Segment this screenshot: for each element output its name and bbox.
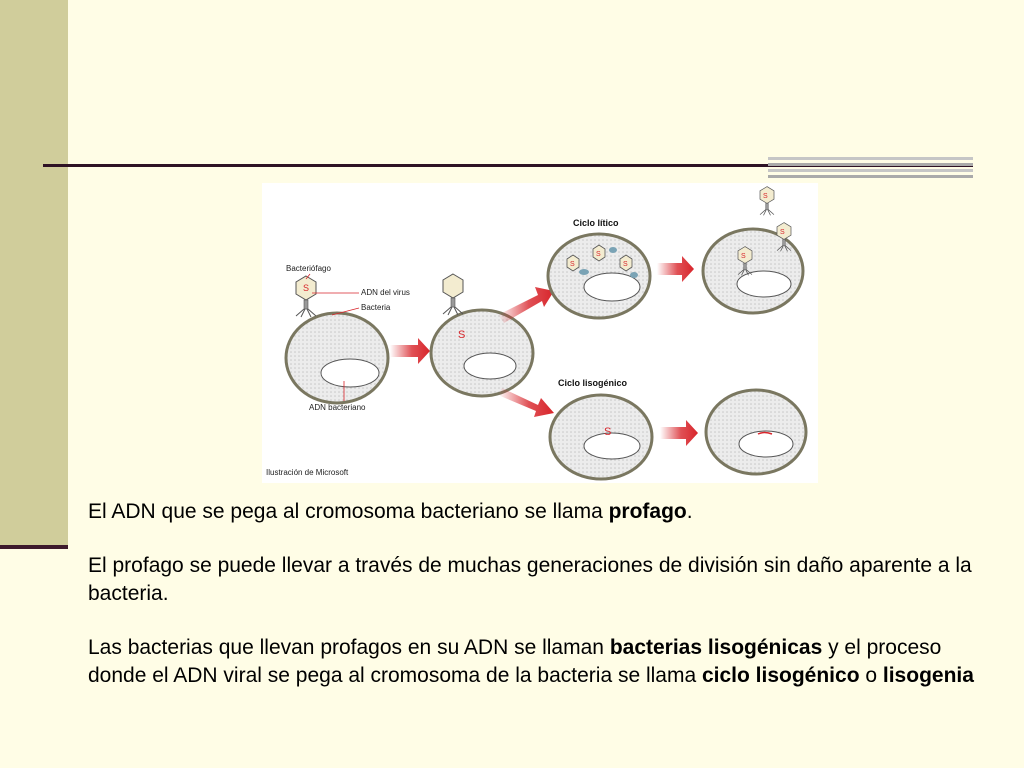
term-lysogeny: lisogenia bbox=[882, 664, 974, 687]
label-viral-dna: ADN del virus bbox=[361, 288, 410, 297]
arrow-to-lysogenic bbox=[498, 388, 554, 417]
svg-text:S: S bbox=[596, 251, 601, 258]
sidebar-accent-line bbox=[0, 545, 68, 549]
title-rule bbox=[43, 164, 973, 167]
arrow-to-lytic bbox=[498, 287, 554, 323]
paragraph-prophage: El ADN que se pega al cromosoma bacteria… bbox=[88, 500, 693, 523]
svg-text:S: S bbox=[623, 261, 628, 268]
label-bacterium: Bacteria bbox=[361, 303, 391, 312]
bacteriophage-cycle-illustration: S Bacteriófago ADN del virus Bacteria AD… bbox=[262, 183, 818, 483]
svg-text:S: S bbox=[780, 229, 785, 236]
cell-lysogenic-integration: S bbox=[548, 393, 654, 481]
svg-text:S: S bbox=[763, 193, 768, 200]
cell-infected: S bbox=[429, 273, 535, 398]
term-prophage: profago bbox=[608, 500, 687, 523]
arrow-integration bbox=[660, 420, 698, 446]
rule-accent-stripes bbox=[768, 157, 973, 179]
svg-text:S: S bbox=[303, 283, 309, 293]
label-bacteriophage: Bacteriófago bbox=[286, 264, 331, 273]
svg-text:S: S bbox=[604, 426, 611, 438]
bacteriophage-icon: S bbox=[295, 275, 317, 318]
cell-prophage bbox=[704, 388, 808, 476]
sidebar-bar bbox=[0, 0, 68, 548]
term-lysogenic-cycle: ciclo lisogénico bbox=[701, 664, 860, 687]
label-lytic-cycle: Ciclo lítico bbox=[573, 218, 619, 228]
svg-text:S: S bbox=[458, 329, 465, 341]
term-lysogenic-bacteria: bacterias lisogénicas bbox=[609, 636, 823, 659]
paragraph-generations: El profago se puede llevar a través de m… bbox=[88, 554, 972, 605]
arrow-lysis bbox=[657, 256, 694, 282]
label-bacterial-dna: ADN bacteriano bbox=[309, 403, 366, 412]
cell-initial bbox=[284, 311, 390, 405]
cell-lytic-burst: S S S bbox=[701, 186, 805, 315]
cycle-diagram-svg: S Bacteriófago ADN del virus Bacteria AD… bbox=[266, 186, 808, 481]
svg-text:S: S bbox=[570, 261, 575, 268]
label-lysogenic-cycle: Ciclo lisogénico bbox=[558, 378, 628, 388]
arrow-infection bbox=[390, 338, 430, 364]
cell-lytic-replication: S S S bbox=[546, 232, 652, 320]
slide-body-text: El ADN que se pega al cromosoma bacteria… bbox=[88, 498, 998, 716]
illustration-credit: Ilustración de Microsoft bbox=[266, 468, 349, 477]
paragraph-lysogeny: Las bacterias que llevan profagos en su … bbox=[88, 636, 974, 687]
svg-text:S: S bbox=[741, 253, 746, 260]
